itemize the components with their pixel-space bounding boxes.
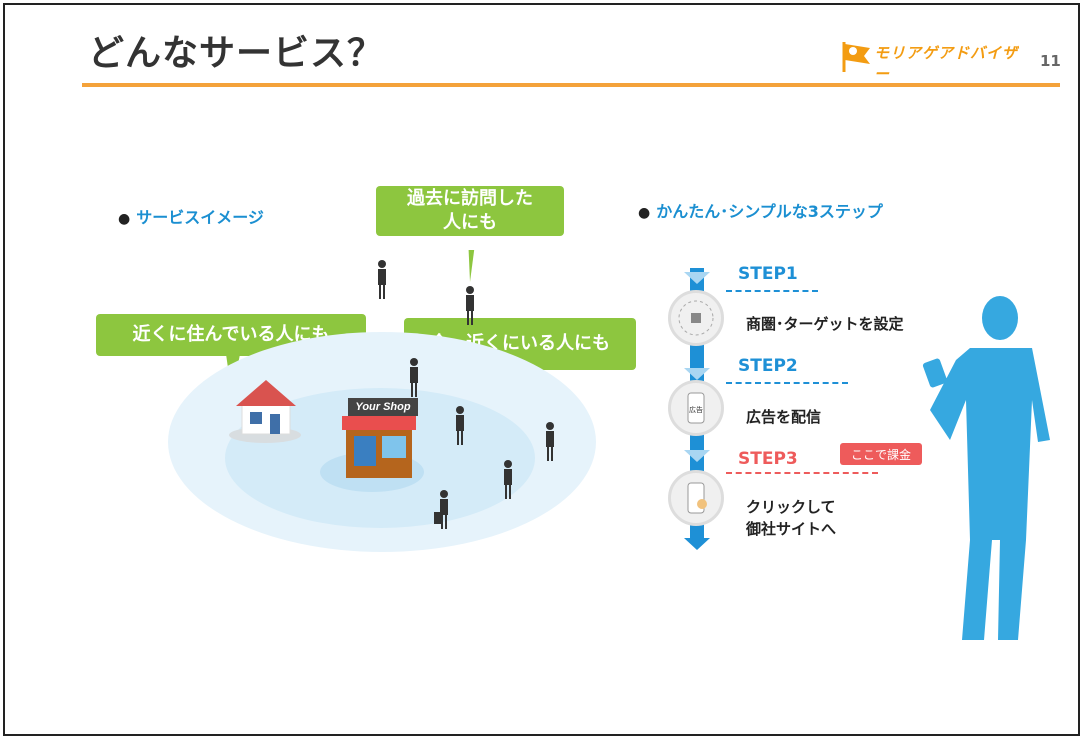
flag-logo-icon — [842, 42, 870, 72]
shop-sign-text: Your Shop — [355, 401, 410, 413]
phone-ad-icon: 広告 — [668, 380, 724, 436]
slide-title: どんなサービス？ — [88, 33, 385, 74]
slide-frame — [3, 3, 1080, 736]
businessman-icon — [922, 296, 1050, 640]
title-underline — [82, 83, 1060, 87]
three-steps-heading: ● かんたん･シンプルな3ステップ — [638, 198, 883, 222]
step1-label: STEP1 — [738, 264, 798, 284]
house-icon — [229, 380, 301, 443]
phone-click-icon — [668, 470, 724, 526]
bullet-icon: ● — [638, 205, 651, 221]
service-image-heading: ● サービスイメージ — [118, 204, 264, 228]
step2-divider — [726, 382, 848, 384]
step2-text: 広告を配信 — [746, 408, 822, 426]
step3-label: STEP3 — [738, 449, 798, 469]
shop-icon — [342, 398, 418, 478]
step2-label: STEP2 — [738, 356, 798, 376]
brand-logo: モリアゲアドバイザー — [838, 38, 1028, 83]
service-illustration: Your Shop — [168, 250, 596, 552]
charge-badge: ここで課金 — [840, 443, 922, 465]
step3-divider — [726, 472, 878, 474]
arrow-down-icon — [684, 538, 710, 550]
step1-text: 商圏･ターゲットを設定 — [746, 315, 904, 333]
service-image-heading-text: サービスイメージ — [136, 208, 264, 227]
chevron-down-icon — [684, 368, 710, 380]
bullet-icon: ● — [118, 211, 131, 227]
phone-ad-text: 広告 — [689, 405, 703, 414]
step3-text: クリックして 御社サイトへ — [746, 498, 837, 538]
logo-text: モリアゲアドバイザー — [874, 44, 1019, 83]
people-silhouettes — [378, 260, 554, 529]
chevron-down-icon — [684, 272, 710, 284]
bubble-past-visitors: 過去に訪問した 人にも — [376, 186, 564, 236]
step1-divider — [726, 290, 818, 292]
page-number: 11 — [1040, 52, 1061, 70]
chevron-down-icon — [684, 450, 710, 462]
three-steps-heading-text: かんたん･シンプルな3ステップ — [656, 202, 883, 221]
target-area-icon — [668, 290, 724, 346]
